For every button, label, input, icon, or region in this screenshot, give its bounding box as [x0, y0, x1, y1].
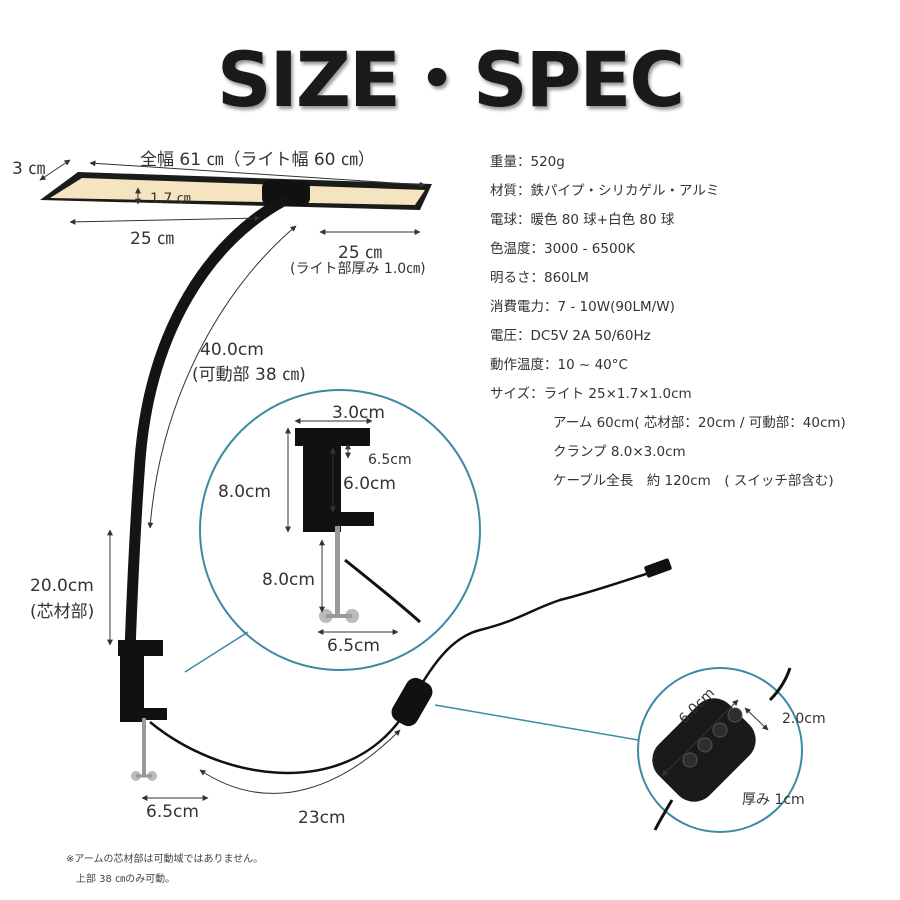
clamp	[118, 640, 167, 781]
clamp-detail-view	[184, 389, 481, 673]
core-part-label: (芯材部)	[30, 602, 95, 622]
spec-power: 消費電力：7 - 10W(90LM/W)	[490, 299, 675, 315]
light-bar	[40, 172, 432, 210]
clamp-jaw-depth-label: 6.5cm	[368, 452, 412, 468]
left-length-label: 25 ㎝	[130, 229, 175, 249]
spec-brightness: 明るさ：860LM	[490, 270, 589, 286]
inline-switch	[391, 677, 433, 727]
switch-thickness-label: 厚み 1cm	[742, 792, 805, 808]
spec-size: サイズ：ライト 25×1.7×1.0cm	[490, 386, 692, 402]
spec-size-cable: ケーブル全長 約 120cm ( スイッチ部含む)	[553, 473, 834, 489]
clamp-base-width-detail-label: 6.5cm	[327, 636, 380, 656]
arm-movable-label: (可動部 38 ㎝)	[192, 365, 306, 385]
clamp-top-width-label: 3.0cm	[332, 403, 385, 423]
switch-width-label: 2.0cm	[782, 711, 826, 727]
full-width-label: 全幅 61 ㎝（ライト幅 60 ㎝）	[140, 150, 375, 170]
usb-plug	[644, 558, 672, 578]
clamp-base-width-label: 6.5cm	[146, 802, 199, 822]
dimension-lines	[39, 159, 769, 801]
right-length-label: 25 ㎝	[338, 243, 383, 263]
spec-size-clamp: クランプ 8.0×3.0cm	[553, 444, 686, 460]
spec-operating-temp: 動作温度：10 ~ 40°C	[490, 357, 628, 373]
spec-color-temp: 色温度：3000 - 6500K	[490, 241, 636, 257]
clamp-screw-height-label: 8.0cm	[262, 570, 315, 590]
thickness-label: 1.7 ㎝	[150, 191, 191, 207]
clamp-inner-height-label: 6.0cm	[343, 474, 396, 494]
spec-bulb: 電球：暖色 80 球+白色 80 球	[490, 212, 675, 228]
spec-voltage: 電圧：DC5V 2A 50/60Hz	[490, 328, 651, 344]
arm-length-label: 40.0cm	[200, 340, 264, 360]
depth-label: 3 ㎝	[12, 159, 46, 179]
light-thickness-label: (ライト部厚み 1.0㎝)	[290, 261, 426, 277]
spec-size-arm: アーム 60cm( 芯材部：20cm / 可動部：40cm)	[553, 415, 846, 431]
spec-weight: 重量：520g	[490, 154, 565, 170]
cable-length-label: 23cm	[298, 808, 346, 828]
note-line-2: 上部 38 ㎝のみ可動。	[76, 874, 176, 885]
core-length-label: 20.0cm	[30, 576, 94, 596]
note-line-1: ※アームの芯材部は可動域ではありません。	[66, 854, 264, 865]
clamp-total-height-label: 8.0cm	[218, 482, 271, 502]
page-title: SIZE・SPEC	[216, 35, 685, 124]
spec-material: 材質：鉄パイプ・シリカゲル・アルミ	[490, 183, 720, 199]
